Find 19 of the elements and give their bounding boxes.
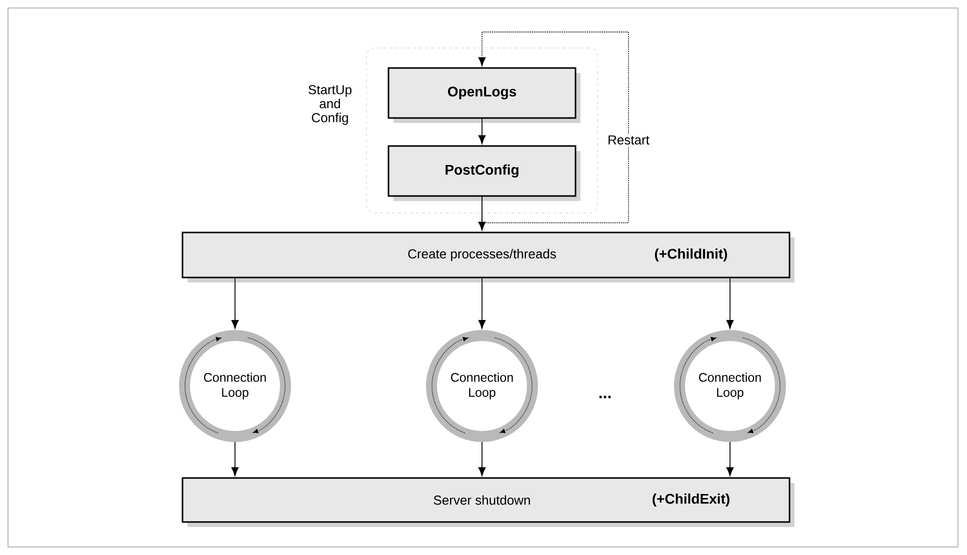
stage-bar: Create processes/threads (+ChildInit) [182,232,794,282]
loop-ring: Connection Loop [426,330,538,442]
arrow [478,196,486,230]
arrow [478,118,486,144]
arrow [231,442,239,476]
arrow [478,278,486,329]
arrow [478,32,629,224]
arrow [478,442,486,476]
ellipsis: ... [599,396,611,398]
loop-ring: Connection Loop [674,330,786,442]
process-box: OpenLogs [388,67,580,123]
arrow [726,278,734,329]
process-box: PostConfig [388,145,580,201]
arrow [726,442,734,476]
group-label: StartUp and Config [308,85,352,125]
stage-bar: Server shutdown (+ChildExit) [182,477,794,527]
edge-label: Restart [606,133,652,147]
loop-ring: Connection Loop [179,330,291,442]
arrow [231,278,239,329]
